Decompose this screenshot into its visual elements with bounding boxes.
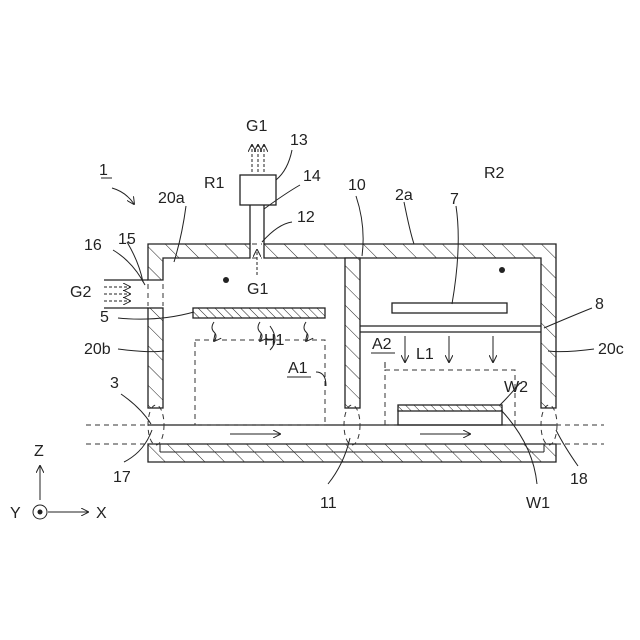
label-15: 15 bbox=[118, 231, 136, 248]
label-20b: 20b bbox=[84, 341, 111, 358]
label-10: 10 bbox=[348, 177, 366, 194]
label-1: 1 bbox=[99, 162, 108, 179]
axis-indicator bbox=[33, 466, 88, 519]
label-2a: 2a bbox=[395, 187, 413, 204]
label-12: 12 bbox=[297, 209, 315, 226]
room-r1-dot bbox=[223, 277, 229, 283]
area-a1 bbox=[195, 340, 325, 425]
area-a2 bbox=[385, 370, 515, 425]
gas-inlet bbox=[104, 280, 163, 308]
label-17: 17 bbox=[113, 469, 131, 486]
label-x: X bbox=[96, 505, 107, 522]
label-g1-low: G1 bbox=[247, 281, 268, 298]
label-r2: R2 bbox=[484, 165, 505, 182]
workpiece-w2 bbox=[398, 405, 502, 411]
heater-plate bbox=[193, 308, 325, 318]
top-wall bbox=[148, 244, 250, 280]
label-a1: A1 bbox=[288, 360, 308, 377]
label-r1: R1 bbox=[204, 175, 225, 192]
label-7: 7 bbox=[450, 191, 459, 208]
room-r2-dot bbox=[499, 267, 505, 273]
label-18: 18 bbox=[570, 471, 588, 488]
label-h1: H1 bbox=[264, 332, 285, 349]
workpiece-w1 bbox=[398, 410, 502, 425]
label-y: Y bbox=[10, 505, 21, 522]
label-g2: G2 bbox=[70, 284, 91, 301]
chamber-walls bbox=[148, 244, 556, 462]
lamp-plate bbox=[392, 303, 507, 313]
label-16: 16 bbox=[84, 237, 102, 254]
pump-box bbox=[240, 175, 276, 205]
left-lower-wall bbox=[148, 308, 163, 408]
label-20c: 20c bbox=[598, 341, 624, 358]
label-11: 11 bbox=[320, 495, 337, 512]
label-w2: W2 bbox=[504, 379, 528, 396]
label-z: Z bbox=[34, 443, 44, 460]
label-a2: A2 bbox=[372, 336, 392, 353]
label-8: 8 bbox=[595, 296, 604, 313]
heat-rays bbox=[212, 322, 308, 341]
label-w1: W1 bbox=[526, 495, 550, 512]
label-g1-top: G1 bbox=[246, 118, 267, 135]
label-3: 3 bbox=[110, 375, 119, 392]
label-14: 14 bbox=[303, 168, 321, 185]
label-13: 13 bbox=[290, 132, 308, 149]
label-20a: 20a bbox=[158, 190, 185, 207]
partition-wall bbox=[345, 258, 360, 408]
label-5: 5 bbox=[100, 309, 109, 326]
label-l1: L1 bbox=[416, 346, 434, 363]
bottom-stage bbox=[148, 444, 556, 462]
